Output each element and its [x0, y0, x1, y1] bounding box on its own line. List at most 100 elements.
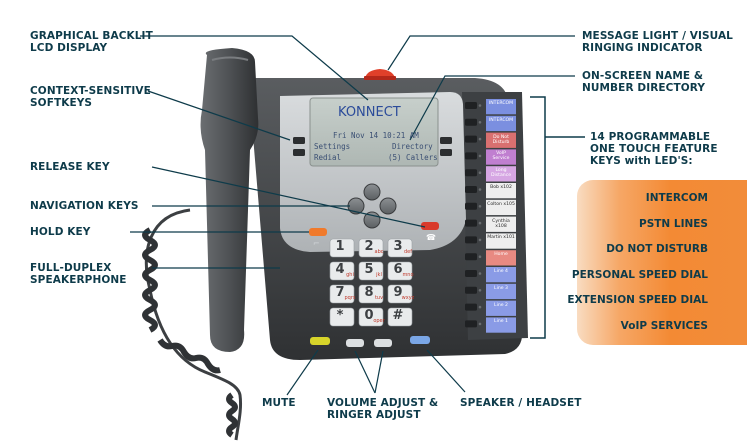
keypad-digit: 0: [364, 308, 374, 323]
callout-lines: [130, 35, 575, 396]
feature-key-label: Cynthia x108: [492, 218, 510, 229]
lcd-datetime: Fri Nov 14 10:21 AM: [333, 131, 419, 140]
handset: [200, 48, 259, 352]
keypad-letters: ghi: [346, 272, 354, 278]
label-volume-adjust: VOLUME ADJUST &: [327, 397, 439, 409]
keypad-digit: 8: [364, 285, 374, 300]
feature-key-label-bg: [486, 183, 516, 199]
lcd-softkey-settings: Settings: [314, 142, 351, 151]
feature-key-led: [478, 322, 482, 326]
label-programmable-2: ONE TOUCH FEATURE: [590, 143, 718, 155]
keypad-digit: 4: [335, 262, 345, 277]
keypad-keys: [329, 238, 413, 327]
feature-key-label-bg: [486, 166, 516, 182]
feature-key-label: Home: [494, 252, 508, 258]
label-graphical-backlit: GRAPHICAL BACKLIT: [30, 30, 153, 42]
feature-key-label-bg: [486, 250, 516, 266]
lcd-softkey-callers: (5) Callers: [388, 153, 438, 162]
feature-key-label-bg: [486, 300, 516, 316]
keypad-key: [329, 261, 355, 281]
message-light: [365, 69, 395, 78]
feature-key-button: [465, 253, 477, 261]
feature-key-label: INTERCOM: [488, 101, 514, 106]
feature-key-label: Bob x102: [490, 185, 512, 190]
keypad-digit: 6: [393, 262, 403, 277]
keypad-letters: abc: [374, 249, 384, 255]
coiled-cord: [142, 208, 242, 441]
lcd-brand: KONNECT: [338, 105, 401, 120]
keypad-digit: *: [336, 308, 344, 323]
volume-down-key-shape: [346, 339, 364, 347]
keypad-key: [358, 238, 384, 258]
lcd-softkey-redial: Redial: [314, 153, 342, 162]
keypad-letters: wxyz: [401, 295, 415, 301]
feature-key-label-bg: [486, 115, 516, 132]
feature-intercom: INTERCOM: [645, 192, 708, 204]
feature-do-not-disturb: DO NOT DISTURB: [606, 243, 708, 255]
keypad-letters: jkl: [376, 272, 382, 278]
label-speakerphone: SPEAKERPHONE: [30, 274, 127, 286]
feature-key-button: [465, 320, 477, 328]
label-ringing-indicator: RINGING INDICATOR: [582, 42, 703, 54]
feature-key-led: [478, 305, 482, 309]
feature-key-button: [465, 219, 477, 227]
keypad-digit: #: [392, 308, 404, 323]
feature-key-led: [478, 221, 482, 225]
feature-key-label-bg: [486, 216, 516, 232]
keypad-key: [387, 284, 413, 304]
feature-panel: [577, 180, 747, 345]
feature-key-button: [465, 118, 477, 126]
label-release-key: RELEASE KEY: [30, 161, 110, 173]
keypad-digit: 2: [364, 239, 374, 254]
feature-key-button: [465, 169, 477, 177]
feature-key-button: [465, 270, 477, 277]
label-ringer-adjust: RINGER ADJUST: [327, 409, 421, 421]
keypad-key: [358, 284, 384, 304]
feature-personal-speed-dial: PERSONAL SPEED DIAL: [571, 269, 708, 281]
keypad-key: [329, 307, 355, 327]
label-speaker-headset: SPEAKER / HEADSET: [460, 397, 582, 409]
feature-key-label-bg: [486, 283, 516, 300]
feature-key-label: Colton x105: [487, 201, 515, 207]
label-programmable-3: KEYS with LED'S:: [590, 155, 693, 167]
feature-key-label-bg: [486, 132, 516, 148]
label-message-light: MESSAGE LIGHT / VISUAL: [582, 30, 733, 42]
feature-key-label-bg: [486, 317, 516, 333]
lcd-screen: [309, 97, 439, 167]
feature-key-label: Line 1: [494, 319, 508, 325]
feature-key-button: [465, 202, 477, 210]
feature-pstn-lines: PSTN LINES: [639, 218, 708, 230]
label-context-sensitive: CONTEXT-SENSITIVE: [30, 85, 151, 97]
speaker-key-shape: [410, 336, 430, 344]
navigation-keys: [347, 183, 397, 229]
feature-key-led: [478, 238, 482, 242]
keypad-letters: mno: [402, 272, 414, 278]
feature-key-label-bg: [486, 99, 516, 115]
lcd-softkey-directory: Directory: [392, 142, 433, 151]
feature-key-button: [465, 152, 477, 160]
feature-key-button: [465, 236, 477, 244]
label-softkeys: SOFTKEYS: [30, 97, 93, 109]
keypad-letters: pqrs: [344, 295, 356, 301]
keypad-digit: 9: [393, 285, 403, 300]
feature-key-button: [465, 286, 477, 294]
feature-key-led: [478, 255, 482, 258]
label-mute: MUTE: [262, 397, 296, 409]
feature-labels: [486, 99, 516, 333]
feature-key-button: [465, 186, 477, 193]
keypad-key: [329, 238, 355, 258]
label-lcd-display: LCD DISPLAY: [30, 42, 108, 54]
feature-buttons: [465, 102, 482, 328]
feature-key-led: [478, 171, 482, 174]
feature-key-led: [478, 154, 482, 158]
feature-key-label-bg: [486, 199, 516, 216]
feature-key-led: [478, 205, 482, 208]
keypad-digit: 7: [335, 285, 345, 300]
feature-key-label: Line 4: [494, 269, 508, 274]
feature-extension-speed-dial: EXTENSION SPEED DIAL: [567, 294, 708, 306]
keypad-letters: tuv: [374, 295, 384, 301]
keypad-key: [358, 307, 384, 327]
softkeys: [293, 137, 452, 156]
